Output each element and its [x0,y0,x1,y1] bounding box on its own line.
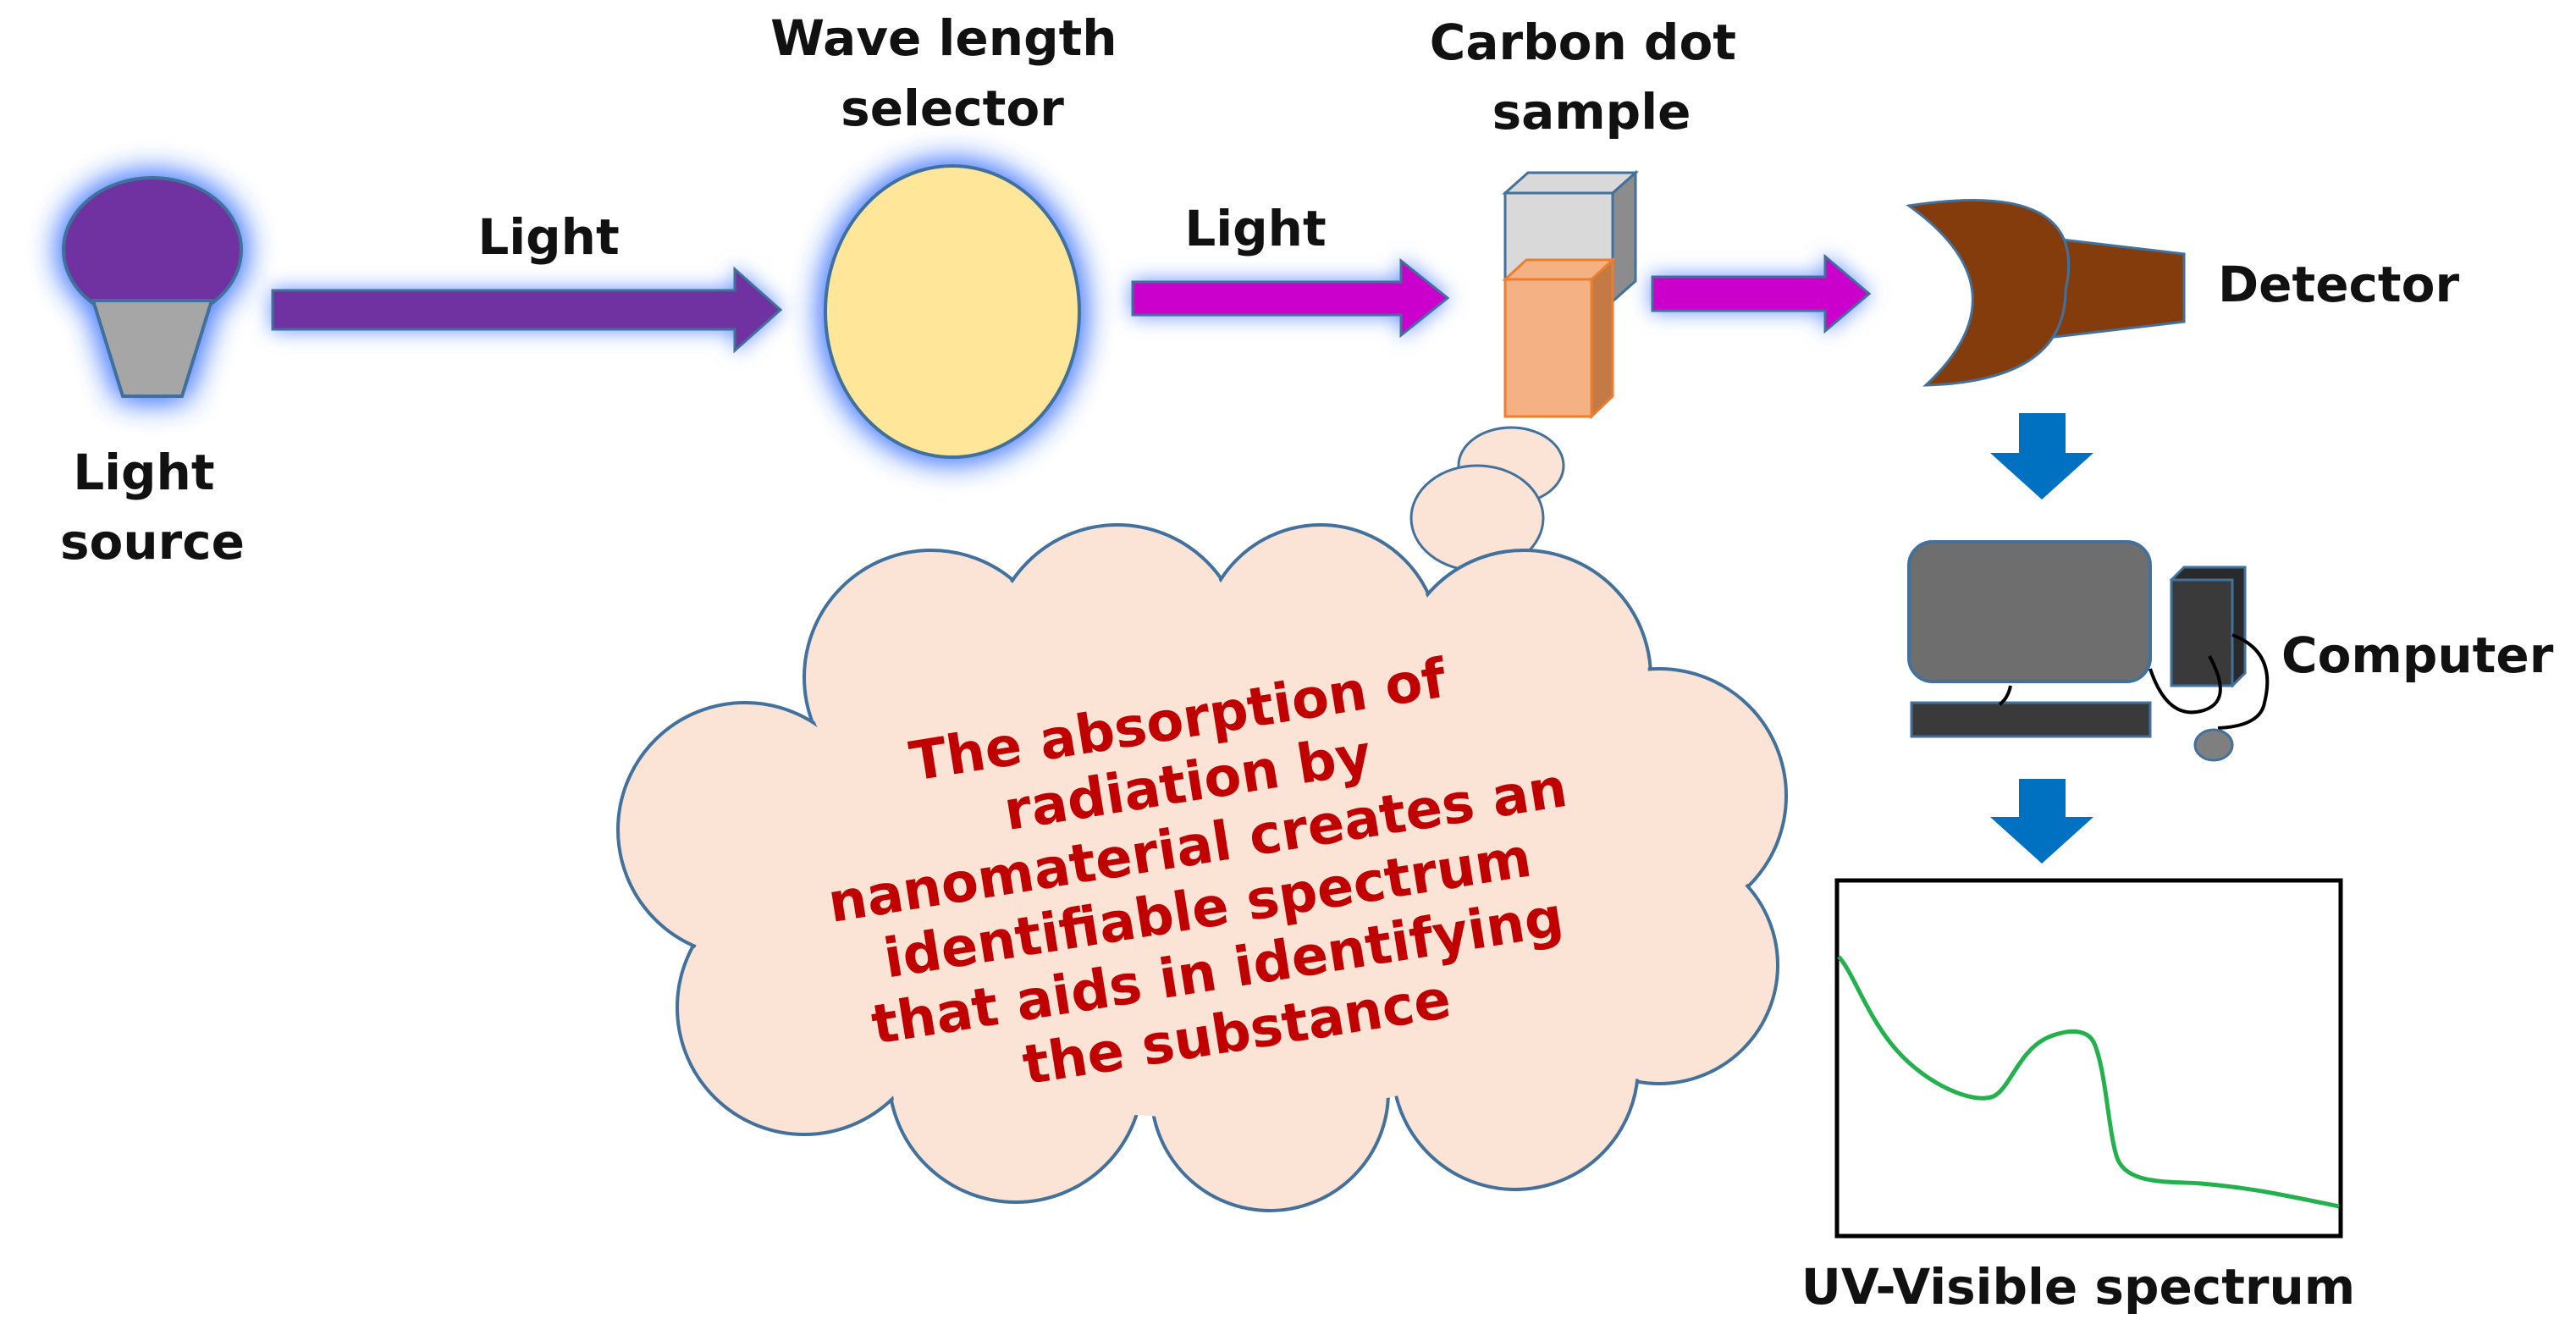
detector-label: Detector [2218,256,2459,313]
light-arrow-2 [1131,257,1450,339]
cuvette-icon [1502,169,1639,420]
computer-label: Computer [2281,626,2554,684]
spectrum-label: UV-Visible spectrum [1801,1258,2356,1316]
light-source-label: Light source [60,444,245,571]
light-arrow-3 [1651,253,1872,334]
light-bulb-icon [62,176,243,398]
detector-icon [1906,199,2186,387]
thought-cloud [616,523,1788,1212]
spectrum-frame [1834,878,2343,1239]
down-arrow-2 [1990,779,2093,864]
wavelength-selector-icon [824,164,1081,459]
light-arrow-2-label: Light [1184,200,1326,257]
thought-bubbles [1409,426,1565,572]
spectrum-plot [1834,878,2343,1239]
light-arrow-1 [271,266,783,354]
light-arrow-1-label: Light [477,208,619,266]
wavelength-selector-label: Wave length selector [770,9,1134,137]
computer-icon [1907,540,2270,762]
spectrum-curve [1837,955,2340,1209]
down-arrow-1 [1990,413,2093,499]
sample-label: Carbon dot sample [1430,14,1753,141]
